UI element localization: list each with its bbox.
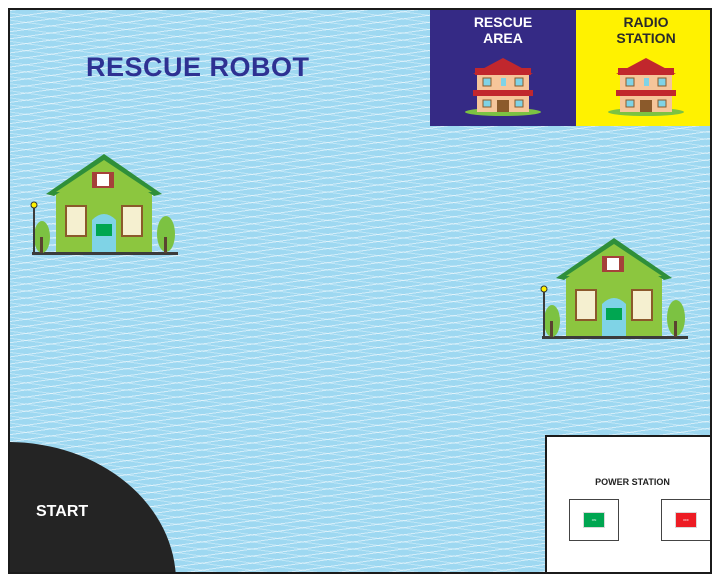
off-button[interactable]: OFF (676, 513, 696, 527)
page-title: RESCUE ROBOT (86, 52, 356, 83)
house-icon (463, 54, 543, 116)
game-board: RESCUE ROBOT RESCUE AREA RADIO STATION (8, 8, 712, 574)
rescue-area-label: RESCUE AREA (430, 8, 576, 46)
off-button-frame: OFF (661, 499, 711, 541)
rescue-area-zone[interactable]: RESCUE AREA (430, 8, 576, 126)
rescue-area-label-line2: AREA (430, 30, 576, 46)
start-label: START (36, 503, 88, 521)
on-button-frame: ON (569, 499, 619, 541)
radio-station-label: RADIO STATION (576, 8, 712, 46)
radio-station-zone[interactable]: RADIO STATION (576, 8, 712, 126)
power-station-label: POWER STATION (547, 477, 712, 487)
start-zone[interactable]: START (8, 442, 176, 574)
power-station-panel: POWER STATION ON OFF (545, 435, 712, 574)
on-button[interactable]: ON (584, 513, 604, 527)
radio-station-label-line1: RADIO (576, 14, 712, 30)
house-icon (606, 54, 686, 116)
green-house-icon (540, 226, 690, 341)
radio-station-label-line2: STATION (576, 30, 712, 46)
green-house-icon (30, 142, 180, 257)
rescue-area-label-line1: RESCUE (430, 14, 576, 30)
